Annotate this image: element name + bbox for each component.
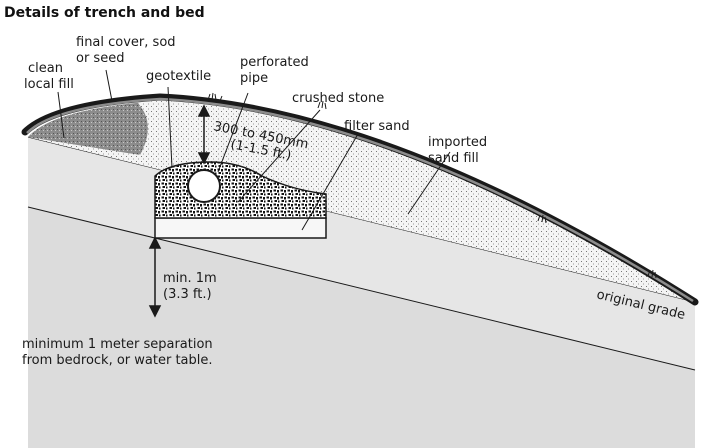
clean-local-fill	[28, 101, 148, 155]
grass-tufts	[207, 92, 657, 279]
label-clean-1: clean	[28, 61, 63, 76]
label-perforated-1: perforated	[240, 55, 309, 70]
label-min-2: (3.3 ft.)	[163, 287, 212, 302]
label-imported-2: sand fill	[428, 151, 479, 166]
label-separation-1: minimum 1 meter separation	[22, 337, 213, 352]
sand-texture	[28, 101, 695, 302]
leader-lines	[57, 69, 451, 231]
perforated-pipe	[187, 169, 221, 203]
label-min-1: min. 1m	[163, 271, 217, 286]
label-final-cover-1: final cover, sod	[76, 35, 176, 50]
label-final-cover-2: or seed	[76, 51, 124, 66]
label-imported-1: imported	[428, 135, 487, 150]
label-geotextile: geotextile	[146, 69, 211, 84]
filter-sand-layer	[154, 217, 327, 239]
final-cover-inner	[26, 97, 694, 303]
label-perforated-2: pipe	[240, 71, 268, 86]
depth-dimension	[197, 104, 211, 165]
lower-ground-layer	[28, 207, 695, 448]
bedrock-line	[27, 206, 696, 371]
label-crushed-stone: crushed stone	[292, 91, 384, 106]
separation-dimension	[148, 236, 162, 318]
diagram-title: Details of trench and bed	[4, 5, 205, 21]
label-filter-sand: filter sand	[344, 119, 410, 134]
label-separation-2: from bedrock, or water table.	[22, 353, 213, 368]
label-clean-2: local fill	[24, 77, 74, 92]
